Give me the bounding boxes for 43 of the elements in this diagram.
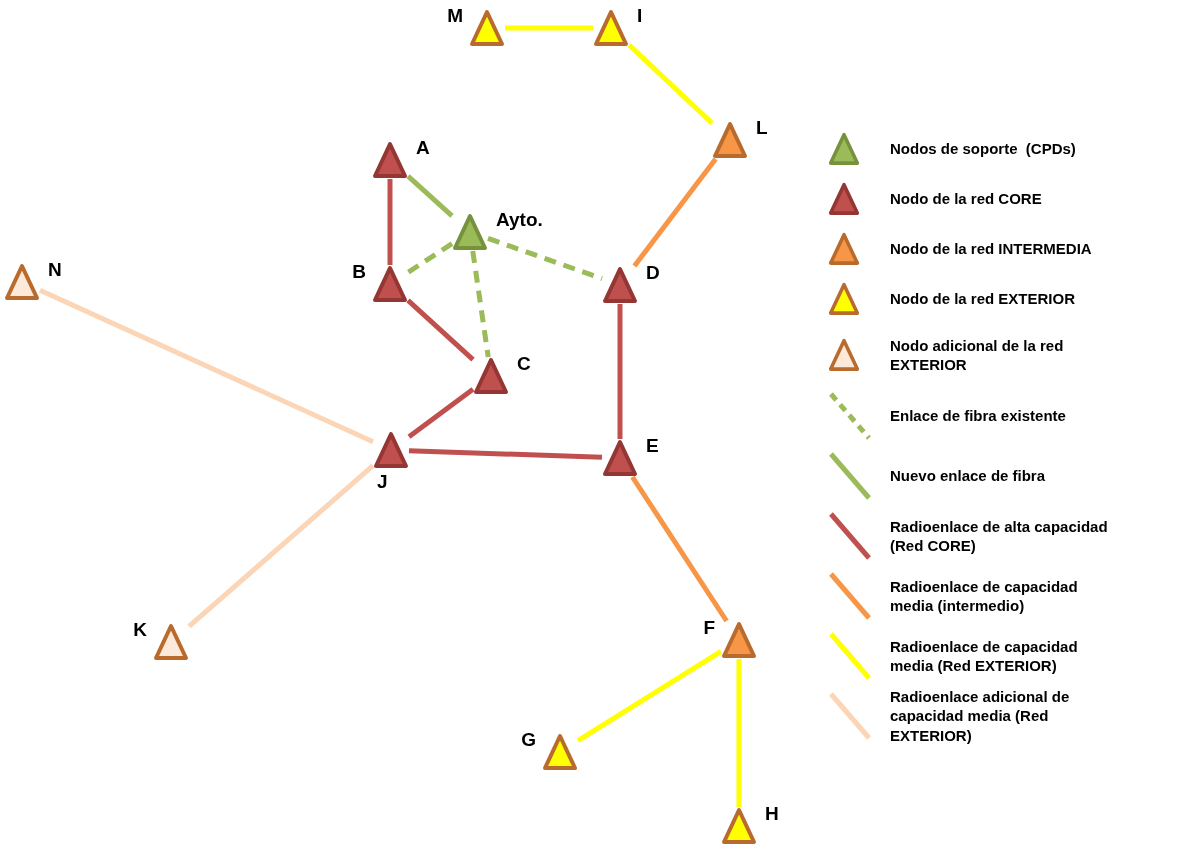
link-line — [187, 463, 375, 629]
node-label: F — [703, 617, 715, 639]
link-line — [470, 250, 491, 358]
link-line — [487, 236, 603, 281]
node-label: K — [133, 619, 147, 641]
link-line — [387, 179, 393, 265]
legend-text: Radioenlace de capacidad media (intermedio) — [890, 576, 1079, 616]
legend-text: Radioenlace adicional de capacidad media (Red EXTERIOR) — [890, 686, 1071, 746]
link-line — [617, 304, 623, 439]
link-line — [627, 43, 714, 125]
link-line — [630, 475, 729, 623]
node-label: M — [447, 5, 463, 27]
node-label: B — [352, 261, 366, 283]
node-label: D — [646, 262, 660, 284]
node-label: A — [416, 137, 430, 159]
node-label: G — [521, 729, 536, 751]
legend-text: Radioenlace de alta capacidad (Red CORE) — [890, 516, 1109, 556]
node-label: H — [765, 803, 779, 825]
link-line — [505, 25, 593, 31]
legend-text: Radioenlace de capacidad media (Red EXTERIOR) — [890, 636, 1079, 676]
link-line — [406, 174, 454, 218]
link-line — [576, 649, 723, 743]
legend-text: Nodo adicional de la red EXTERIOR — [890, 335, 1065, 375]
legend-text: Nodo de la red EXTERIOR — [890, 289, 1077, 309]
link-line — [408, 448, 603, 460]
link-line — [407, 387, 475, 439]
link-line — [406, 298, 475, 362]
node-label: E — [646, 435, 659, 457]
node-label: Ayto. — [496, 209, 543, 231]
link-line — [632, 157, 718, 268]
node-label: L — [756, 117, 768, 139]
node-label: N — [48, 259, 62, 281]
link-line — [406, 241, 454, 275]
legend-text: Nuevo enlace de fibra — [890, 466, 1047, 486]
link-line — [38, 287, 375, 445]
node-label: I — [637, 5, 643, 27]
legend-text: Nodo de la red CORE — [890, 189, 1043, 209]
node-label: C — [517, 353, 531, 375]
node-label: J — [377, 471, 388, 493]
legend-text: Enlace de fibra existente — [890, 406, 1067, 426]
legend-text: Nodo de la red INTERMEDIA — [890, 239, 1093, 259]
legend-text: Nodos de soporte (CPDs) — [890, 139, 1077, 159]
link-line — [736, 659, 742, 807]
